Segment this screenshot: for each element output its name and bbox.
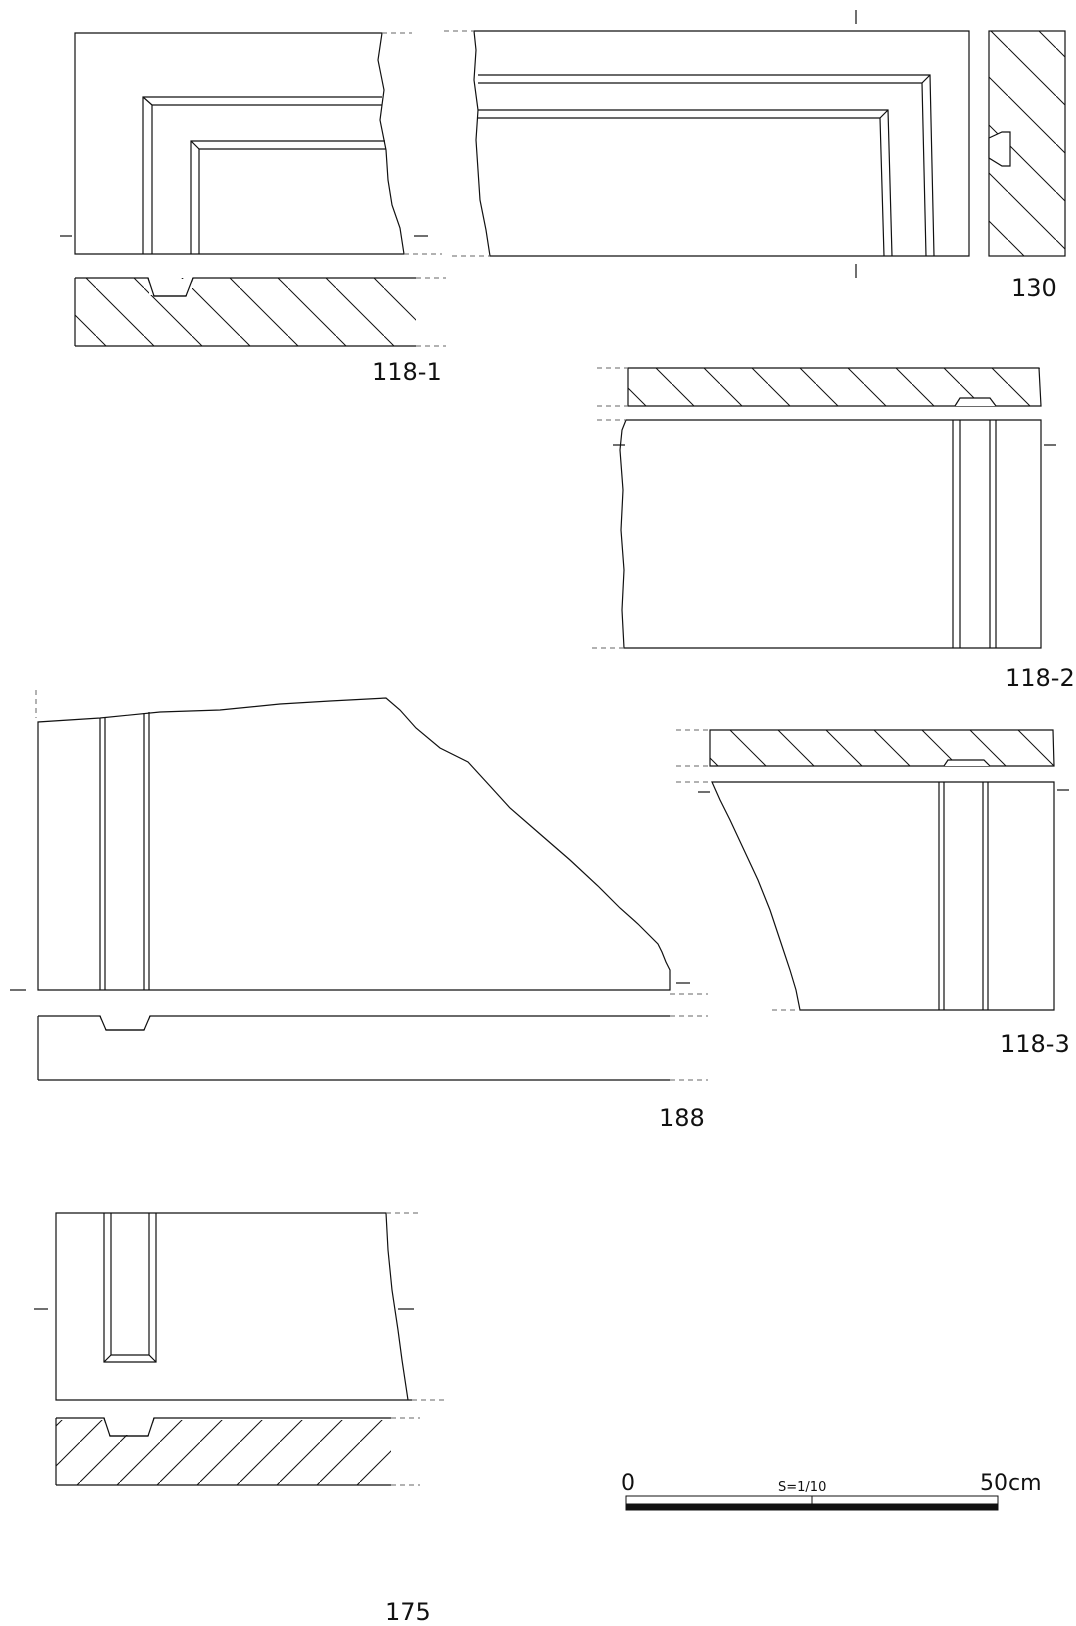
figure-118-1-face-right: [473, 10, 970, 278]
scale-bar: 0 S=1/10 50cm: [621, 1471, 1042, 1511]
figure-label-188: 188: [659, 1104, 705, 1132]
figure-188-face: [10, 697, 690, 991]
figure-118-3-section: [709, 729, 1055, 767]
scale-ratio-label: S=1/10: [778, 1480, 826, 1495]
figure-175-face: [34, 1212, 414, 1401]
figure-label-175: 175: [385, 1598, 431, 1626]
figure-118-1-section: [74, 277, 416, 347]
figure-118-2-face: [613, 419, 1056, 649]
figure-118-2-section: [627, 367, 1042, 407]
figure-label-130: 130: [1011, 274, 1057, 302]
figure-label-118-2: 118-2: [1005, 664, 1075, 692]
figure-label-118-1: 118-1: [372, 358, 442, 386]
scale-end-label: 50cm: [980, 1471, 1042, 1496]
figure-118-3-face: [698, 781, 1069, 1011]
figure-175-section: [55, 1417, 391, 1486]
scale-start-label: 0: [621, 1471, 635, 1496]
figure-130-section: [988, 30, 1066, 257]
figure-label-118-3: 118-3: [1000, 1030, 1070, 1058]
figure-118-1-face-left: [60, 32, 428, 255]
